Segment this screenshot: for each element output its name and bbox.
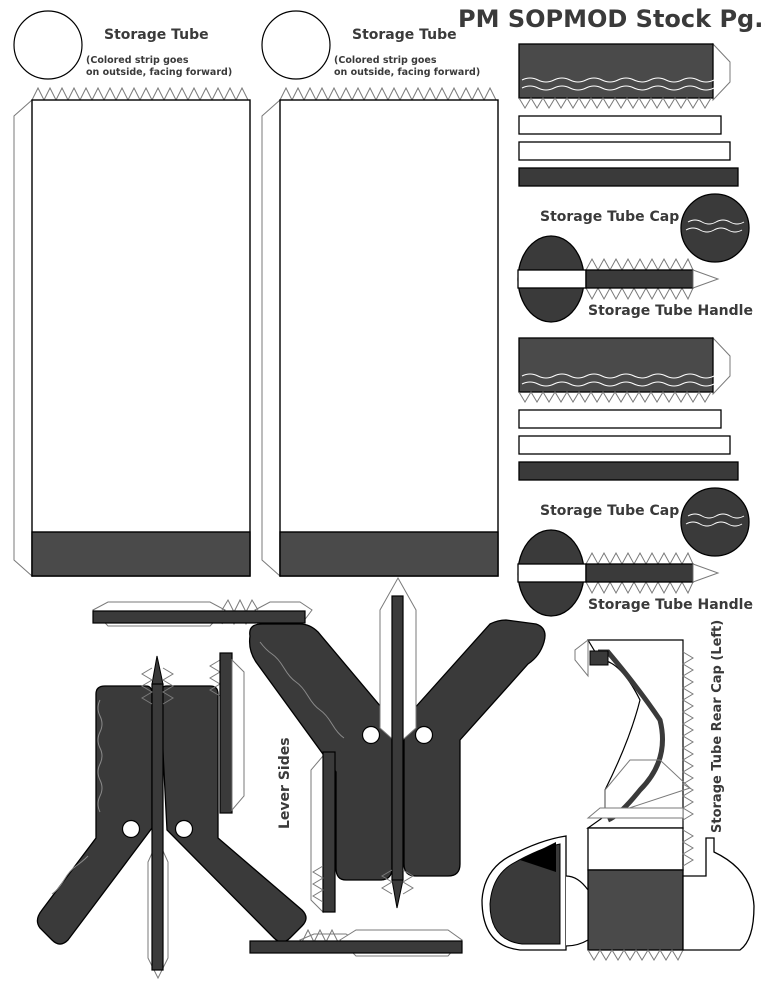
glue-tab-tip bbox=[692, 563, 720, 583]
glue-tab-teeth bbox=[312, 865, 324, 903]
glue-tab-outline bbox=[574, 638, 589, 678]
tube-label: Storage Tube bbox=[352, 27, 457, 43]
glue-tab-right bbox=[712, 42, 731, 102]
rear-cap-side-left-dark bbox=[489, 843, 561, 945]
pivot-hole bbox=[174, 819, 194, 839]
glue-tab-teeth bbox=[162, 667, 174, 705]
wave-pattern bbox=[685, 219, 745, 233]
tube-end-circle bbox=[261, 10, 331, 80]
tube-note-line1: (Colored strip goes bbox=[334, 55, 437, 66]
tube-body bbox=[31, 99, 251, 577]
handle-band bbox=[517, 269, 587, 289]
handle-bar bbox=[585, 269, 694, 289]
tube-body bbox=[279, 99, 499, 577]
lever-strip bbox=[322, 751, 336, 913]
tube-label: Storage Tube bbox=[104, 27, 209, 43]
rear-cap: Storage Tube Rear Cap (Left) bbox=[481, 620, 755, 962]
lever-piece-y-right bbox=[403, 619, 546, 877]
lever-strip bbox=[92, 610, 306, 624]
rear-cap-highlight bbox=[520, 842, 556, 872]
wave-pattern bbox=[685, 513, 745, 527]
tube-note-line2: on outside, facing forward) bbox=[334, 67, 480, 78]
page-title: PM SOPMOD Stock Pg.3 bbox=[458, 5, 765, 33]
handle-band bbox=[517, 563, 587, 583]
glue-tab-teeth bbox=[402, 869, 414, 895]
cap-disc bbox=[680, 487, 750, 557]
glue-tab-teeth bbox=[518, 97, 712, 109]
handle-label: Storage Tube Handle bbox=[588, 303, 753, 319]
cap-set-bottom: Storage Tube Cap Storage Tube Handle bbox=[517, 336, 753, 617]
glue-tab-right bbox=[712, 336, 731, 396]
handle-label: Storage Tube Handle bbox=[588, 597, 753, 613]
rear-cap-flap bbox=[586, 639, 684, 829]
glue-tab-teeth bbox=[587, 949, 684, 962]
lever-strip bbox=[249, 940, 463, 954]
strip-white-2 bbox=[518, 435, 731, 455]
center-strip-tip bbox=[151, 655, 164, 685]
glue-tab-side bbox=[261, 98, 281, 578]
lever-sides: Lever Sides bbox=[36, 576, 546, 980]
storage-tube-right: Storage Tube (Colored strip goes on outs… bbox=[261, 10, 499, 578]
glue-tab-teeth bbox=[221, 598, 259, 614]
pivot-hole bbox=[414, 725, 434, 745]
glue-tab-teeth bbox=[518, 391, 712, 403]
storage-tube-left: Storage Tube (Colored strip goes on outs… bbox=[13, 10, 251, 578]
rear-cap-label: Storage Tube Rear Cap (Left) bbox=[710, 620, 725, 833]
lever-strip bbox=[391, 595, 404, 881]
glue-tab-teeth bbox=[585, 286, 694, 301]
glue-tab-teeth bbox=[585, 257, 694, 272]
glue-tab-teeth bbox=[301, 928, 339, 944]
glue-tab-teeth bbox=[141, 667, 153, 705]
lever-strip bbox=[219, 652, 233, 814]
rear-cap-band-white bbox=[587, 827, 684, 871]
glue-tab-teeth bbox=[585, 551, 694, 566]
lever-strip bbox=[151, 683, 164, 971]
strip-white-1 bbox=[518, 115, 722, 135]
strip-white-1 bbox=[518, 409, 722, 429]
tube-note-line1: (Colored strip goes bbox=[86, 55, 189, 66]
glue-tab-teeth bbox=[279, 86, 497, 102]
rear-cap-side-right bbox=[682, 837, 755, 951]
rear-cap-notch bbox=[589, 650, 609, 666]
center-strip-tip bbox=[391, 879, 404, 909]
wave-pattern bbox=[51, 699, 103, 895]
colored-strip bbox=[279, 531, 499, 577]
wave-pattern bbox=[521, 373, 715, 387]
strip-dark bbox=[518, 167, 739, 187]
glue-tab-teeth bbox=[31, 86, 249, 102]
strip-dark bbox=[518, 461, 739, 481]
wave-pattern bbox=[521, 77, 715, 91]
cap-label: Storage Tube Cap bbox=[540, 503, 679, 519]
lever-piece-y-left bbox=[248, 623, 393, 881]
tube-end-circle bbox=[13, 10, 83, 80]
glue-tab-teeth bbox=[682, 651, 694, 821]
colored-strip bbox=[31, 531, 251, 577]
glue-tab-teeth bbox=[209, 659, 221, 697]
rear-cap-band-dark bbox=[587, 869, 684, 951]
rear-cap-link bbox=[565, 875, 589, 947]
cap-set-top: Storage Tube Cap Storage Tube Handle bbox=[517, 42, 753, 323]
pivot-hole bbox=[361, 725, 381, 745]
cap-disc bbox=[680, 193, 750, 263]
glue-tab-tip bbox=[692, 269, 720, 289]
cap-label: Storage Tube Cap bbox=[540, 209, 679, 225]
wave-pattern bbox=[259, 641, 345, 739]
glue-tab-outline bbox=[586, 807, 684, 819]
tube-note-line2: on outside, facing forward) bbox=[86, 67, 232, 78]
lever-piece-left bbox=[36, 685, 153, 945]
pivot-hole bbox=[121, 819, 141, 839]
glue-tab-teeth bbox=[585, 580, 694, 595]
glue-tab-teeth bbox=[381, 869, 393, 895]
lever-label: Lever Sides bbox=[277, 737, 293, 829]
handle-bar bbox=[585, 563, 694, 583]
glue-tab-teeth bbox=[682, 829, 694, 867]
cap-band-dark bbox=[518, 337, 714, 393]
strip-white-2 bbox=[518, 141, 731, 161]
glue-tab-outline bbox=[231, 658, 245, 812]
glue-tab-side bbox=[13, 98, 33, 578]
rear-cap-curve bbox=[598, 649, 665, 823]
